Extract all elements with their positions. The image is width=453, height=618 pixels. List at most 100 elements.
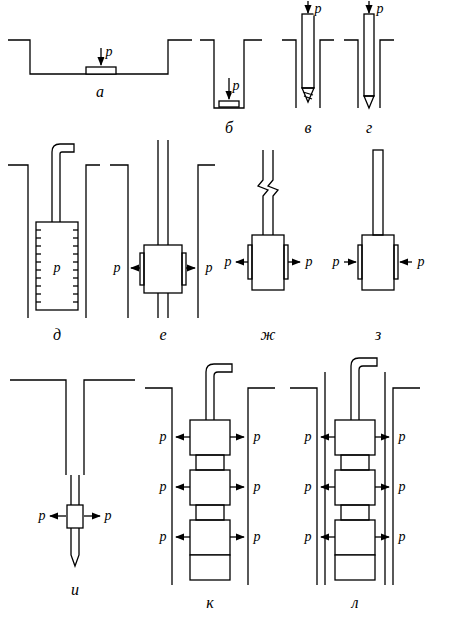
pressure-arrow	[321, 486, 335, 487]
stamp	[36, 222, 78, 310]
pressure-arrow	[375, 486, 389, 487]
membrane	[358, 245, 362, 279]
pressure-label: p	[253, 430, 262, 444]
probe-section	[190, 420, 230, 455]
pressure-label: p	[159, 430, 168, 444]
scale-tick	[73, 245, 78, 246]
membrane	[248, 245, 252, 279]
scale-tick	[36, 253, 41, 254]
rod	[373, 150, 383, 235]
probe-section	[335, 470, 375, 505]
load-arrow	[228, 78, 229, 99]
pressure-label: p	[253, 480, 262, 494]
plate	[219, 101, 239, 107]
probe	[144, 245, 182, 293]
pressure-label: p	[417, 255, 426, 269]
pressure-arrow	[230, 486, 244, 487]
pressure-label: p	[304, 480, 313, 494]
scale-tick	[73, 253, 78, 254]
scale-tick	[73, 293, 78, 294]
scale-tick	[36, 301, 41, 302]
figure-letter: л	[351, 595, 360, 611]
pressure-arrow	[321, 436, 335, 437]
figure-letter: в	[304, 120, 313, 136]
rod	[364, 14, 374, 96]
membrane	[182, 253, 186, 285]
figure-letter: к	[205, 595, 214, 611]
pit-outline	[200, 40, 262, 108]
pressure-label: p	[305, 255, 314, 269]
probe-section	[190, 520, 230, 555]
load-arrow	[100, 48, 101, 65]
pressure-arrow	[344, 261, 356, 262]
scale-tick	[73, 229, 78, 230]
scale-tick	[36, 293, 41, 294]
pressure-label: p	[332, 255, 341, 269]
pressure-label: p	[376, 2, 385, 16]
figure-letter: е	[158, 327, 167, 343]
bore-outline	[145, 388, 275, 585]
probe-section	[335, 420, 375, 455]
pressure-label: p	[232, 79, 241, 93]
pressure-label: p	[253, 530, 262, 544]
pressure-arrow	[375, 536, 389, 537]
tube	[351, 358, 377, 420]
figure-letter: б	[224, 120, 234, 136]
pressure-arrow	[400, 261, 412, 262]
pressure-label: p	[53, 261, 62, 275]
figure-letter: г	[365, 120, 373, 136]
pressure-arrow	[176, 486, 190, 487]
probe-ring	[196, 505, 224, 520]
scale-tick	[73, 269, 78, 270]
pressure-label: p	[398, 430, 407, 444]
pressure-label: p	[104, 509, 113, 523]
scale-tick	[73, 277, 78, 278]
scale-tick	[36, 285, 41, 286]
probe-section	[190, 555, 230, 580]
figure-letter: з	[374, 327, 382, 343]
pressure-arrow	[230, 436, 244, 437]
pressure-arrow	[131, 267, 140, 268]
scale-tick	[36, 269, 41, 270]
pressure-label: p	[205, 261, 214, 275]
scale-tick	[36, 237, 41, 238]
pressure-label: p	[159, 530, 168, 544]
pressure-arrow	[288, 261, 300, 262]
scale-tick	[36, 229, 41, 230]
pressure-label: p	[159, 480, 168, 494]
bore-outline	[10, 380, 135, 475]
pressure-label: p	[304, 430, 313, 444]
membrane	[140, 253, 144, 285]
figure-letter: ж	[260, 327, 277, 343]
pressure-arrow	[186, 267, 195, 268]
figure-letter: а	[95, 84, 105, 100]
figure-letter: и	[70, 582, 80, 598]
pressure-label: p	[38, 509, 47, 523]
scale-tick	[36, 245, 41, 246]
pressure-arrow	[375, 436, 389, 437]
pit-outline	[8, 40, 192, 74]
membrane	[284, 245, 288, 279]
probe-section	[190, 470, 230, 505]
figure-letter: д	[52, 327, 62, 343]
scale-tick	[36, 261, 41, 262]
pressure-label: p	[224, 255, 233, 269]
bore-outline	[110, 165, 215, 318]
rod	[158, 140, 168, 318]
probe	[67, 505, 83, 528]
pressure-arrow	[176, 536, 190, 537]
load-arrow	[307, 1, 308, 13]
scale-tick	[73, 261, 78, 262]
pressure-label: p	[304, 530, 313, 544]
bore-outline	[8, 165, 100, 318]
scale-tick	[73, 301, 78, 302]
bore-outline	[290, 388, 420, 585]
pressure-arrow	[230, 536, 244, 537]
probe	[362, 235, 394, 290]
load-arrow	[368, 1, 369, 13]
pressure-label: p	[113, 261, 122, 275]
casing	[325, 372, 385, 585]
probe-ring	[196, 455, 224, 470]
pressure-label: p	[398, 530, 407, 544]
